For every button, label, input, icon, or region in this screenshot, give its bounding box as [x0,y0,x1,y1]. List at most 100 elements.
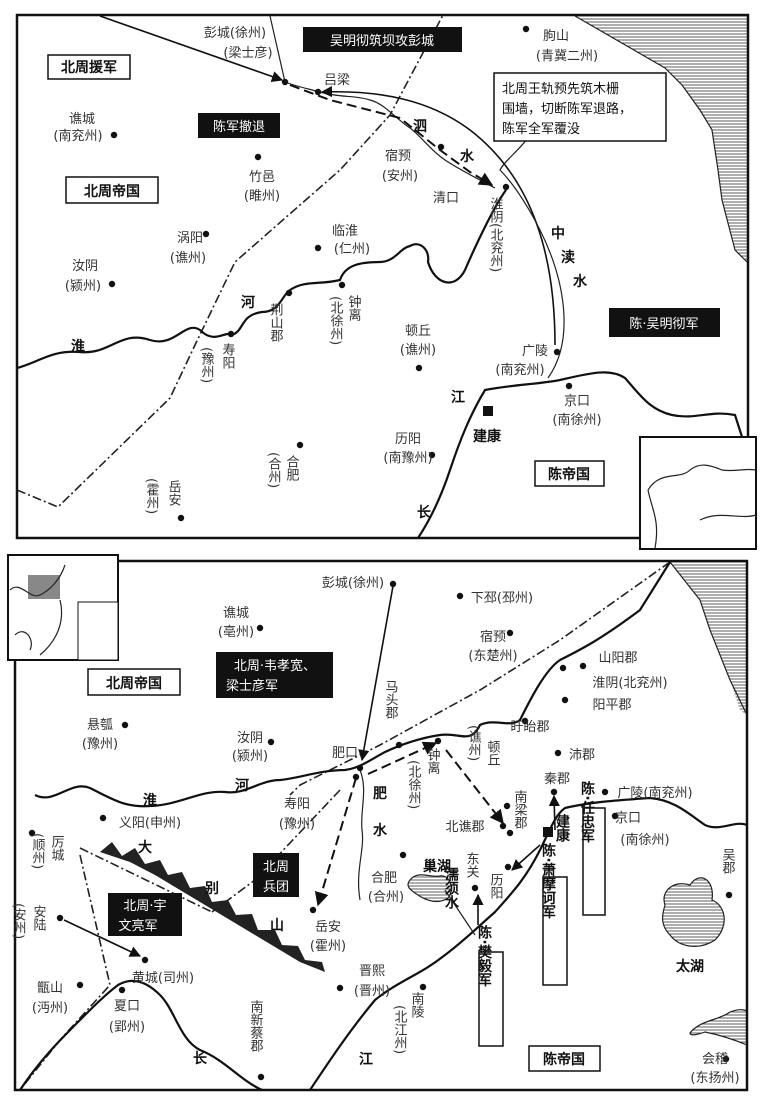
place-label-suyu-zhou: (东楚州) [468,649,517,664]
callout-label-yuwen-line2: 文亮军 [118,918,157,934]
callout-box [582,807,606,916]
river-label-chang: 长 [417,504,432,521]
city-dot [389,580,397,588]
river-label-chang: 长 [193,1050,208,1067]
place-label-zhuyi: 竹邑 [249,170,275,185]
place-label-suyu: 宿预 [385,148,411,164]
place-label-qinjun: 秦郡 [544,772,570,787]
place-label-jingshan: 荆山郡 [268,302,284,343]
mountain-label-bie: 别 [204,881,219,897]
callout-label-note-line1: 北周王轨预先筑木栅 [502,81,619,97]
chaohu-lake [407,874,452,903]
city-dot [522,25,530,33]
region-label-chen: 陈帝国 [543,1051,585,1068]
place-label-shouyang: 寿阳 [220,343,236,369]
place-label-qiaocheng: 谯城 [69,112,95,127]
city-dot [725,891,733,899]
place-label-dunqiu: 顿丘 [405,324,431,339]
city-dot [296,441,304,449]
river-label-du: 渎 [561,249,575,266]
place-label-jiankang: 建康 [554,813,570,843]
river-label-si: 泗 [413,118,427,135]
place-label-zhongli: 钟离 [346,294,362,321]
city-dot [356,764,364,772]
city-dot [257,1073,265,1081]
place-label-jinxi: 晋熙 [359,964,385,979]
callout-box [303,27,462,52]
capital-marker [543,827,553,837]
place-label-huaiyin: 淮阴(北兖州) [488,197,504,272]
boundary-line-south [19,789,341,1091]
river-label-jiang: 江 [451,389,465,406]
river-label-jiang: 江 [359,1051,373,1068]
city-dot [419,983,427,991]
place-label-anlu-zhou: (安州) [11,903,27,939]
city-dot [202,230,210,238]
place-label-nanliang: 南梁郡 [512,789,528,830]
place-label-shouyang-zhou: (豫州) [279,817,315,832]
city-dot [267,738,275,746]
place-label-kuaiji-zhou: (东扬州) [690,1071,739,1086]
place-label-zhongli-zhou: (北徐州) [406,760,422,809]
river-label-huai: 淮 [143,792,157,809]
coast-bay [689,1009,748,1046]
place-label-qingkou: 清口 [433,191,459,206]
place-label-pengcheng: 彭城(徐州) [322,576,384,591]
place-label-jingkou-zhou: (南徐州) [552,412,601,428]
callout-label-note-line3: 陈军全军覆没 [502,121,580,137]
river-label-si-shui: 水 [460,148,475,165]
place-label-zhongli: 钟离 [425,747,441,774]
place-label-liyang-zhou: (南豫州) [383,450,432,466]
place-label-zhongli-zhou: (北徐州) [328,296,344,345]
yangtze-upper [19,979,263,1092]
city-dot [108,280,116,288]
place-label-huangcheng: 黄城(司州) [132,971,194,986]
mountain-boundary [79,847,213,913]
river-label-fei: 肥 [373,786,387,802]
place-label-liangshiyan: (梁士彦) [223,45,272,61]
place-label-xiakou: 夏口 [114,999,140,1014]
city-dot [437,143,445,151]
city-dot [254,153,262,161]
city-dot [338,281,346,289]
place-label-guangling-zhou: (南兖州) [495,362,544,378]
city-dot [503,802,511,810]
coastline [669,561,748,716]
place-label-anlu: 安陆 [31,905,47,931]
city-dot [141,956,149,964]
city-dot [611,812,619,820]
river-label-ruxu: 濡须水 [443,866,459,910]
callout-label-wei-line2: 梁士彦军 [226,678,278,694]
city-dot [722,1055,730,1063]
city-dot [553,348,561,356]
place-label-linhuai-zhou: (仁州) [334,242,370,257]
huai-river [34,561,671,808]
place-label-hefei: 合肥 [371,871,397,886]
place-label-qiaozhou: (谯州) [466,725,482,761]
place-label-dunqiu-zhou: (谯州) [400,343,436,358]
fei-river [357,769,365,901]
callout-label-chen-retreat: 陈军撤退 [213,119,265,135]
city-dot [56,914,64,922]
chen-army-arc [320,86,556,346]
region-label-north-zhou: 北周帝国 [84,183,140,200]
callout-label-xiao-mohe: 陈·萧摩诃军 [540,843,556,920]
city-dot [565,382,573,390]
zhongdu-canal [499,134,565,379]
chen-ren-route [548,794,560,831]
river-label-huai-he: 河 [241,294,255,311]
place-label-guangling: 广陵(南兖州) [617,785,692,801]
place-label-feikou: 肥口 [332,746,358,761]
city-dot [256,624,264,632]
place-label-jinxi-zhou: (晋州) [354,984,390,999]
place-label-xuanhu: 悬瓠 [87,718,113,733]
city-dot [559,664,567,672]
map-frame [13,559,749,1092]
city-dot [521,717,529,725]
place-label-guoyang: 涡阳 [177,231,203,246]
place-label-huaiyin: 淮阴(北兖州) [592,676,667,691]
mountain-label-shan: 山 [270,918,284,934]
callout-label-wu-dam: 吴明彻筑坝攻彭城 [330,33,434,49]
place-label-xiakou-zhou: (郢州) [109,1020,145,1035]
place-label-hefei-zhou: (合州) [368,890,404,905]
